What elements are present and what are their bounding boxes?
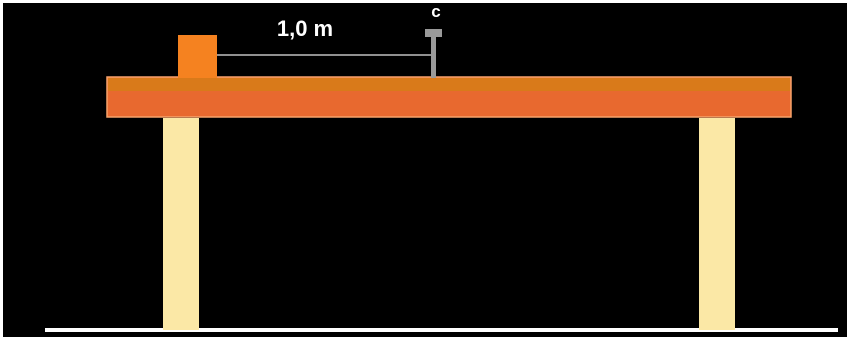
- tabletop: [106, 76, 792, 118]
- table-leg-left: [163, 118, 199, 330]
- post-c: [425, 29, 442, 78]
- point-c-label: c: [431, 2, 440, 21]
- floor-line: [45, 328, 838, 332]
- distance-label: 1,0 m: [277, 16, 333, 41]
- block: [178, 35, 217, 78]
- table-leg-right: [699, 118, 735, 330]
